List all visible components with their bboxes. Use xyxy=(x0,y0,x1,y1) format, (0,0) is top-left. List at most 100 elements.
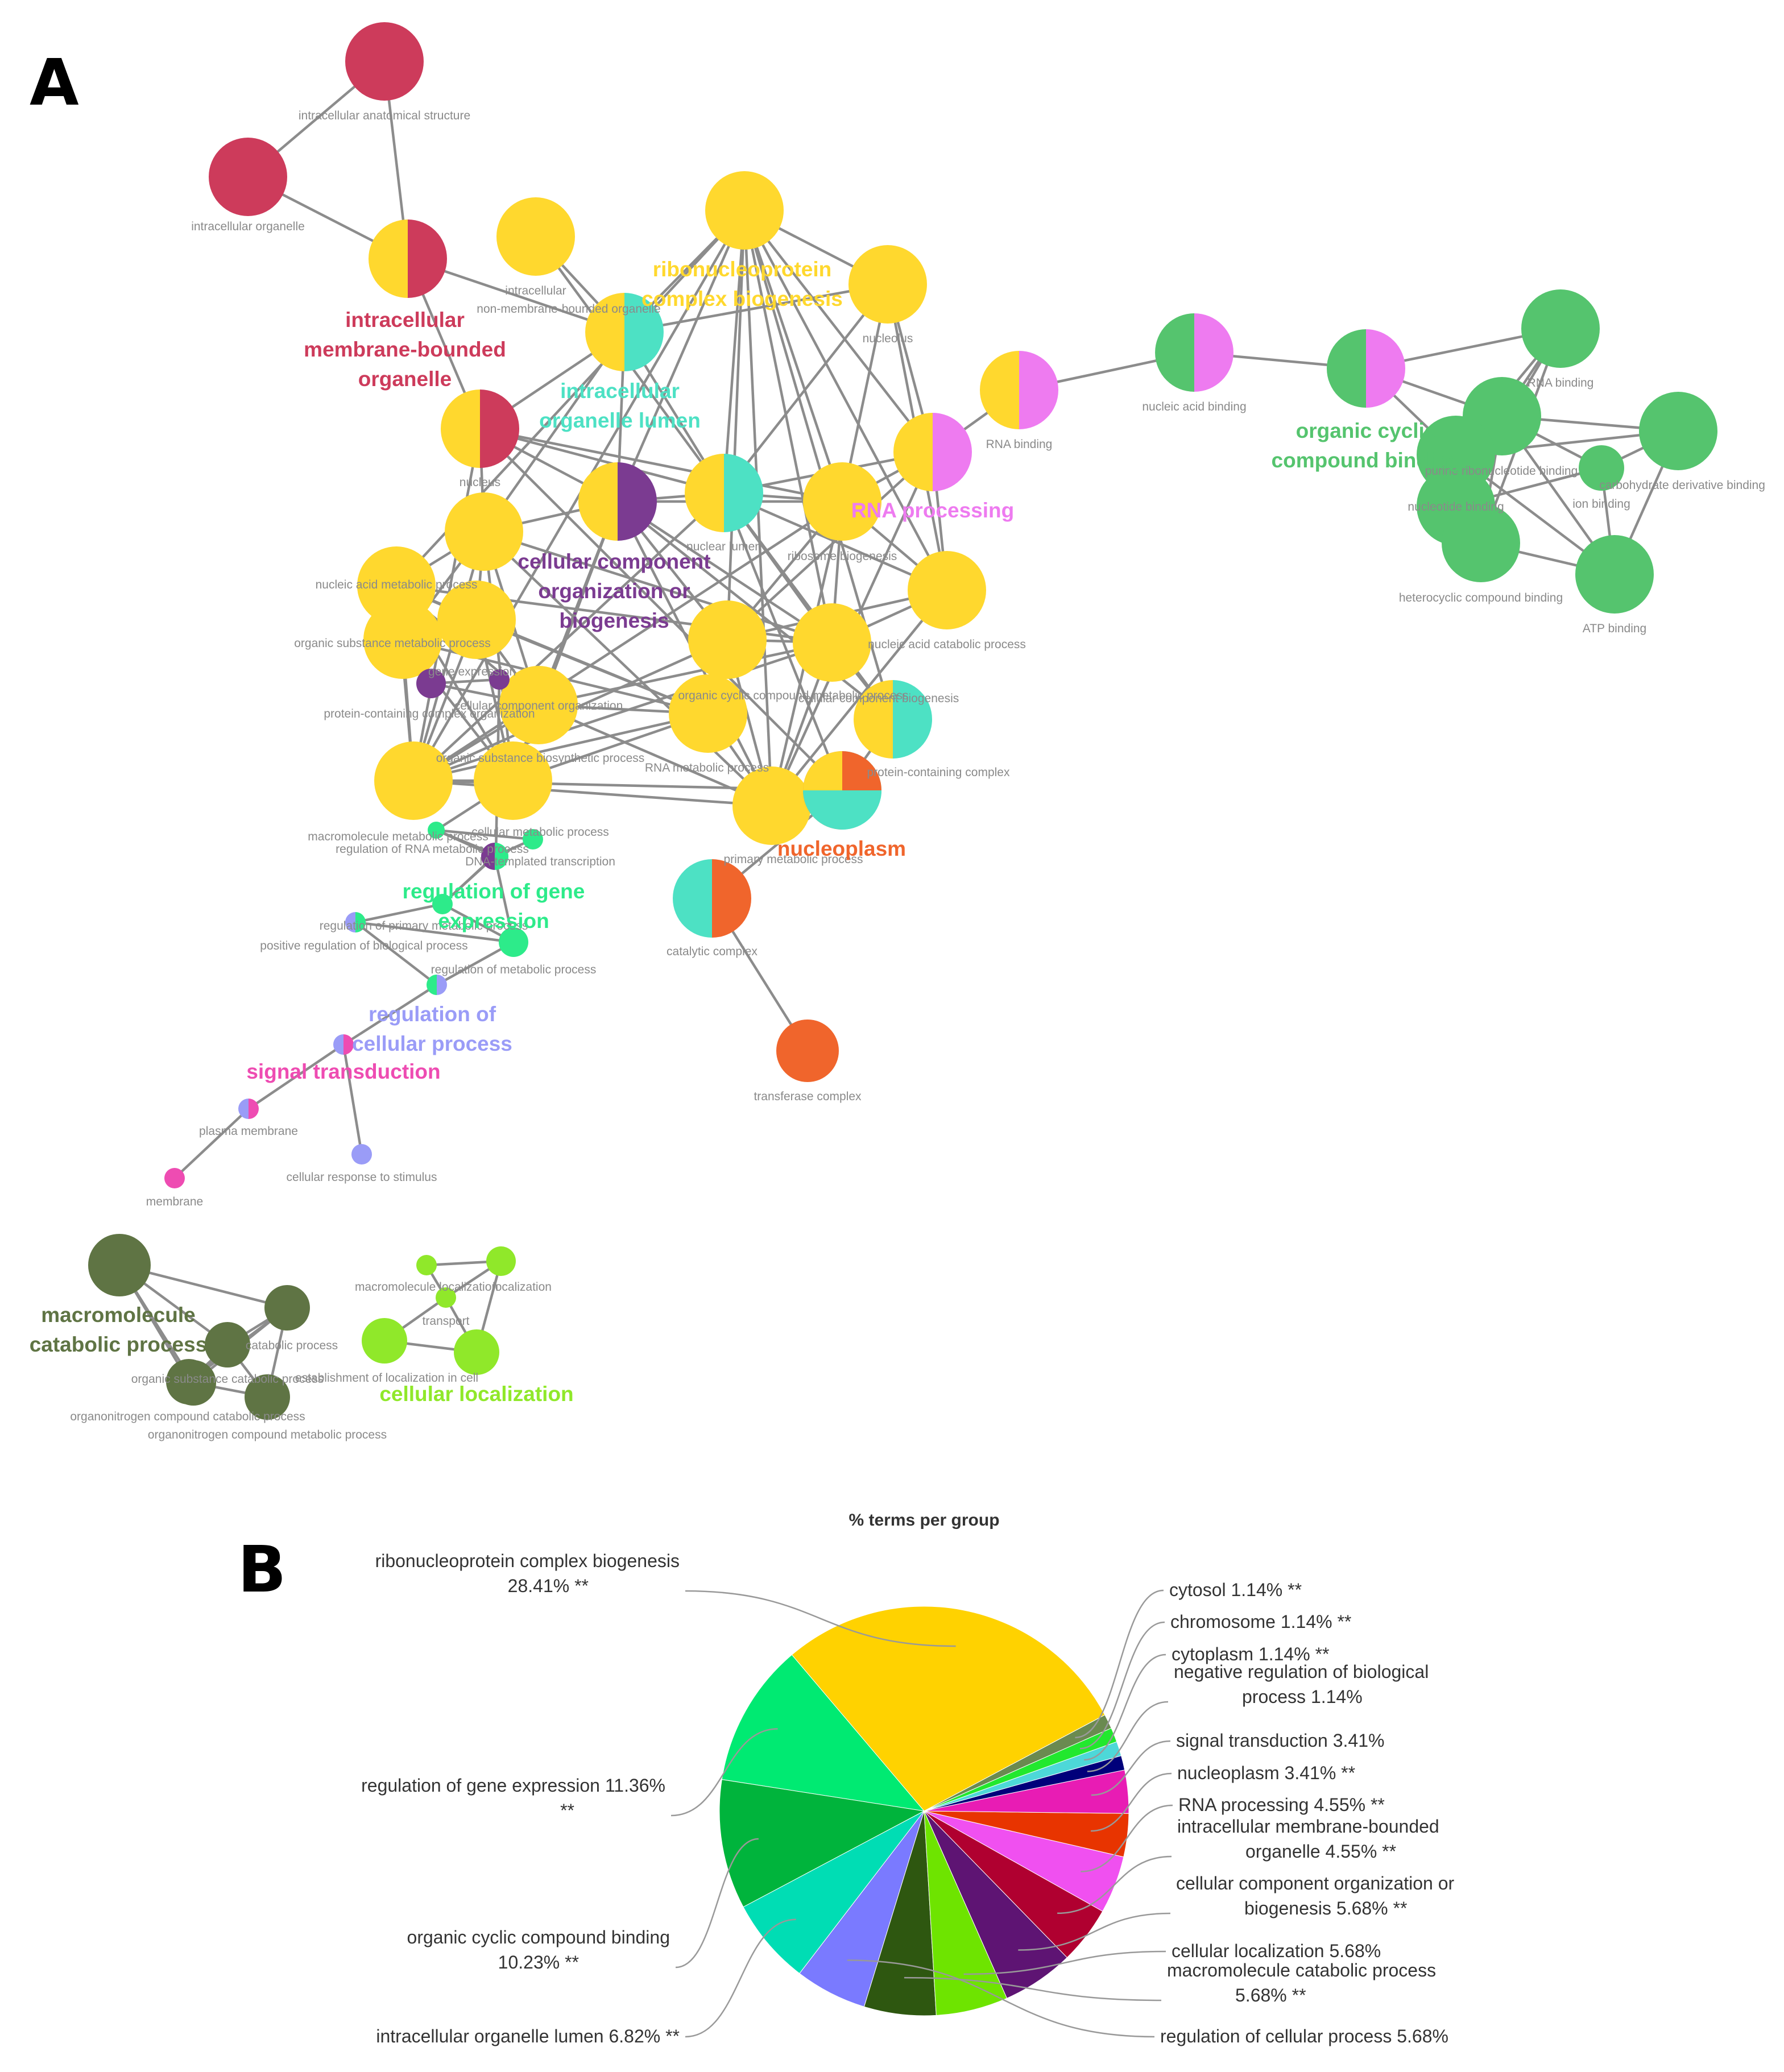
network-node-n17[interactable] xyxy=(1442,504,1520,582)
network-node-n53[interactable] xyxy=(351,1144,372,1165)
network-node-n28[interactable] xyxy=(437,581,516,659)
network-node-n2[interactable] xyxy=(209,138,287,216)
network-node-n31[interactable] xyxy=(793,603,871,682)
node-fill xyxy=(688,600,767,679)
network-node-n52[interactable] xyxy=(238,1099,259,1119)
network-node-n57[interactable] xyxy=(264,1285,310,1331)
network-node-n61[interactable] xyxy=(416,1255,437,1275)
network-node-n19[interactable] xyxy=(441,389,519,468)
network-node-n47[interactable] xyxy=(432,894,453,914)
group-label-line: cellular localization xyxy=(379,1382,573,1406)
node-fill xyxy=(908,551,986,629)
network-node-n46[interactable] xyxy=(481,843,508,870)
network-node-n42[interactable] xyxy=(489,669,510,690)
network-node-n55[interactable] xyxy=(88,1234,151,1296)
network-node-n51[interactable] xyxy=(333,1034,354,1055)
node-label-n63: transport xyxy=(423,1315,470,1328)
group-label-line: regulation of gene xyxy=(403,880,585,903)
network-node-n11[interactable] xyxy=(1521,289,1600,368)
network-node-n63[interactable] xyxy=(436,1287,456,1308)
network-node-n50[interactable] xyxy=(427,975,447,995)
node-fill xyxy=(474,741,552,820)
node-label-n5: non-membrane-bounded organelle xyxy=(477,302,660,316)
network-edge-55 xyxy=(479,427,725,495)
network-node-n60[interactable] xyxy=(245,1374,290,1420)
network-node-n10[interactable] xyxy=(1327,329,1405,408)
network-node-n20[interactable] xyxy=(578,462,657,541)
network-node-n45[interactable] xyxy=(523,829,543,849)
network-node-n6[interactable] xyxy=(705,171,784,250)
node-fill xyxy=(1521,289,1600,368)
network-nodes xyxy=(88,22,1717,1420)
network-node-n21[interactable] xyxy=(685,454,763,532)
node-fill-left xyxy=(238,1099,249,1119)
network-edge-115 xyxy=(538,641,833,707)
network-node-n9[interactable] xyxy=(1155,313,1234,392)
node-fill xyxy=(848,245,927,324)
network-node-n40[interactable] xyxy=(776,1020,839,1082)
node-label-n17: heterocyclic compound binding xyxy=(1399,591,1563,604)
network-node-n27[interactable] xyxy=(908,551,986,629)
network-edge-58 xyxy=(479,427,843,503)
network-node-n36[interactable] xyxy=(803,751,881,830)
network-node-n62[interactable] xyxy=(486,1246,516,1276)
node-fill xyxy=(499,927,528,957)
pie-label-line: cytosol 1.14% ** xyxy=(1169,1580,1302,1600)
network-node-n32[interactable] xyxy=(854,680,932,759)
network-node-n65[interactable] xyxy=(454,1329,499,1375)
network-node-n7[interactable] xyxy=(848,245,927,324)
network-node-n30[interactable] xyxy=(499,666,578,744)
network-node-n3[interactable] xyxy=(369,219,447,298)
network-node-n4[interactable] xyxy=(496,197,575,276)
node-label-n15: nucleotide binding xyxy=(1408,500,1504,513)
node-label-n32: cellular component biogenesis xyxy=(798,692,959,705)
network-node-n13[interactable] xyxy=(1639,392,1717,470)
network-node-n26[interactable] xyxy=(363,600,442,679)
network-node-n1[interactable] xyxy=(345,22,424,101)
group-label-line: macromolecule xyxy=(41,1303,195,1327)
network-node-n8[interactable] xyxy=(980,351,1058,429)
network-edge-150 xyxy=(247,1043,345,1110)
pie-label-line: 10.23% ** xyxy=(498,1952,579,1972)
network-node-n23[interactable] xyxy=(893,413,972,491)
network-node-n64[interactable] xyxy=(362,1318,407,1364)
node-label-n58: organic substance catabolic process xyxy=(131,1373,324,1386)
node-label-n8: RNA binding xyxy=(986,438,1053,451)
network-node-n16[interactable] xyxy=(1579,445,1624,491)
network-node-n59[interactable] xyxy=(171,1360,216,1406)
pie-label-line: 28.41% ** xyxy=(508,1576,589,1596)
node-label-n31: organic cyclic compound metabolic proces… xyxy=(678,689,908,702)
network-node-n29[interactable] xyxy=(688,600,767,679)
network-edge-109 xyxy=(476,618,709,715)
pie-label-line: chromosome 1.14% ** xyxy=(1170,1611,1351,1632)
network-node-n43[interactable] xyxy=(428,822,445,839)
pie-label-line: organic cyclic compound binding xyxy=(407,1927,670,1947)
pie-leaders xyxy=(670,1589,1173,2038)
network-node-n33[interactable] xyxy=(474,741,552,820)
network-node-n34[interactable] xyxy=(669,674,747,753)
network-node-n58[interactable] xyxy=(205,1322,250,1367)
pie-leader-chromosome xyxy=(1079,1621,1165,1750)
network-node-n22[interactable] xyxy=(803,462,881,541)
network-node-n54[interactable] xyxy=(164,1168,185,1188)
network-node-n49[interactable] xyxy=(499,927,528,957)
node-fill-topright xyxy=(842,751,881,790)
pie-leader-organic-cyclic-compound-binding xyxy=(675,1838,759,1969)
network-edge-15 xyxy=(743,210,844,502)
pie-label-line: regulation of gene expression 11.36% xyxy=(361,1775,665,1796)
pie-label-cellular-localization: cellular localization 5.68% xyxy=(1172,1941,1381,1961)
network-node-n35[interactable] xyxy=(732,766,811,845)
network-node-n5[interactable] xyxy=(585,293,664,371)
network-node-n48[interactable] xyxy=(345,912,366,933)
network-node-n41[interactable] xyxy=(416,669,446,698)
network-node-n24[interactable] xyxy=(445,492,523,571)
pie-slice-regulation-of-cellular-process xyxy=(799,1810,925,2007)
node-fill-left xyxy=(441,389,480,468)
node-label-n40: transferase complex xyxy=(754,1090,862,1103)
pie-slice-rna-processing xyxy=(924,1810,1124,1912)
network-node-n38[interactable] xyxy=(374,741,453,820)
network-node-n39[interactable] xyxy=(673,859,751,938)
group-label-line: signal transduction xyxy=(246,1060,440,1083)
network-node-n18[interactable] xyxy=(1575,535,1654,614)
